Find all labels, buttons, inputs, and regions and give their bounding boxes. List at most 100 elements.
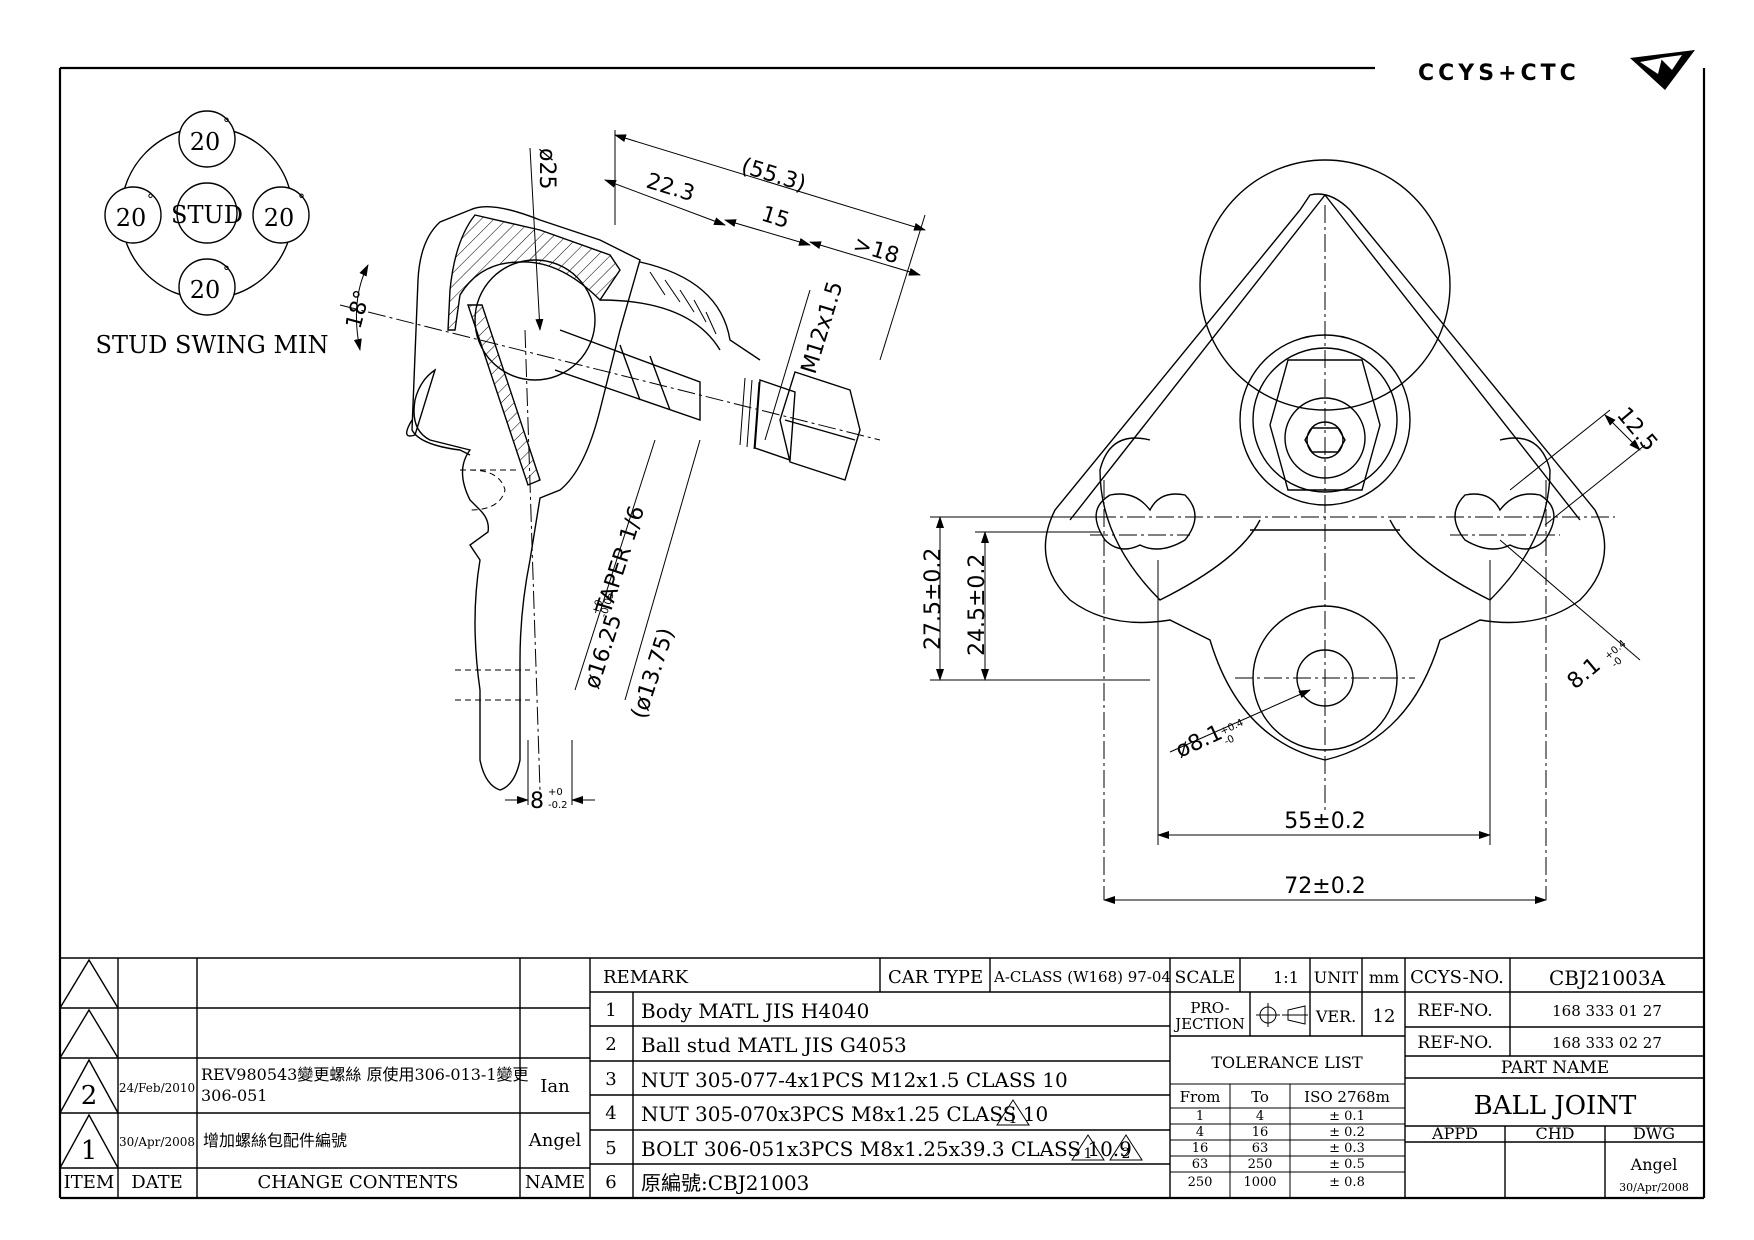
- svg-text:REV980543變更螺絲 原使用306-013-1變更: REV980543變更螺絲 原使用306-013-1變更: [201, 1065, 529, 1084]
- svg-text:250: 250: [1188, 1175, 1213, 1190]
- svg-text:1: 1: [1009, 1111, 1018, 1127]
- svg-text:5: 5: [605, 1138, 616, 1159]
- sheet-border: [58, 66, 1706, 1200]
- svg-text:VER.: VER.: [1315, 1007, 1356, 1026]
- swing-caption: STUD SWING MIN: [96, 331, 329, 359]
- svg-text:CHANGE CONTENTS: CHANGE CONTENTS: [258, 1172, 459, 1193]
- rev-mark-1-icon: 1: [1071, 1134, 1105, 1162]
- company-logo: CCYS+CTC: [1418, 50, 1695, 90]
- svg-text:250: 250: [1248, 1157, 1273, 1172]
- dim-hole-l: ø8.1: [1172, 720, 1226, 763]
- svg-text:168 333 01 27: 168 333 01 27: [1552, 1002, 1662, 1020]
- dim-b: 15: [758, 202, 792, 234]
- svg-text:NUT 305-070x3PCS M8x1.25 CLASS: NUT 305-070x3PCS M8x1.25 CLASS 10: [641, 1102, 1048, 1126]
- svg-text:Ball stud MATL JIS G4053: Ball stud MATL JIS G4053: [641, 1033, 907, 1057]
- svg-text:Ian: Ian: [540, 1076, 570, 1097]
- svg-text:增加螺絲包配件編號: 增加螺絲包配件編號: [203, 1131, 347, 1150]
- svg-text:3: 3: [605, 1069, 616, 1090]
- ccys-number: CBJ21003A: [1549, 966, 1666, 990]
- svg-text:DWG: DWG: [1633, 1124, 1675, 1143]
- svg-text:6: 6: [605, 1172, 616, 1193]
- svg-text:+0: +0: [548, 787, 563, 798]
- wings-logo-icon: [1630, 50, 1695, 90]
- info-block: SCALE 1:1 UNIT mm PRO- JECTION VER. 12 T…: [1173, 968, 1399, 1190]
- svg-text:± 0.1: ± 0.1: [1329, 1109, 1365, 1124]
- title-block-grid: [59, 957, 1704, 1198]
- dim-dia-top: ø25: [534, 148, 559, 189]
- svg-text:PART NAME: PART NAME: [1501, 1058, 1609, 1078]
- svg-text:Body MATL JIS H4040: Body MATL JIS H4040: [641, 999, 869, 1023]
- remark-table: REMARK CAR TYPE A-CLASS (W168) 97-04 1 B…: [603, 967, 1171, 1195]
- svg-text:JECTION: JECTION: [1173, 1015, 1245, 1033]
- svg-text:± 0.3: ± 0.3: [1329, 1141, 1365, 1156]
- svg-text:DATE: DATE: [131, 1172, 183, 1193]
- revision-table: ITEM DATE CHANGE CONTENTS NAME 2 24/Feb/…: [64, 1065, 586, 1193]
- svg-text:1: 1: [1196, 1109, 1204, 1124]
- side-view: (55.3) 22.3 15 >18 ø25 M12x1.5 18° TAPER…: [339, 130, 926, 814]
- svg-text:From: From: [1180, 1088, 1221, 1106]
- svg-text:30/Apr/2008: 30/Apr/2008: [119, 1135, 195, 1149]
- svg-text:REMARK: REMARK: [603, 967, 689, 988]
- svg-text:± 0.2: ± 0.2: [1329, 1125, 1365, 1140]
- svg-text:APPD: APPD: [1431, 1124, 1478, 1143]
- svg-text:NAME: NAME: [525, 1172, 585, 1193]
- projection-symbol-icon: [1256, 1003, 1308, 1027]
- svg-text:20: 20: [190, 276, 221, 304]
- svg-text:16: 16: [1192, 1141, 1209, 1156]
- svg-text:63: 63: [1252, 1141, 1269, 1156]
- stud-swing-diagram: STUD 20 20 20 20 ° ° ° ° STUD SWING MIN: [96, 110, 329, 359]
- svg-text:20: 20: [264, 204, 295, 232]
- dim-hole-r: 8.1: [1563, 653, 1606, 695]
- dim-c: >18: [850, 232, 902, 269]
- svg-text:4: 4: [1256, 1109, 1264, 1124]
- svg-text:mm: mm: [1369, 968, 1399, 987]
- svg-text:REF-NO.: REF-NO.: [1417, 1033, 1492, 1053]
- svg-text:UNIT: UNIT: [1314, 968, 1359, 987]
- svg-text:± 0.5: ± 0.5: [1329, 1157, 1365, 1172]
- svg-text:12: 12: [1373, 1006, 1396, 1027]
- dim-h2: 24.5±0.2: [965, 554, 990, 656]
- svg-text:63: 63: [1192, 1157, 1209, 1172]
- svg-text:°: °: [147, 192, 154, 208]
- svg-text:CHD: CHD: [1535, 1124, 1574, 1143]
- svg-text:BOLT 306-051x3PCS M8x1.25x39.3: BOLT 306-051x3PCS M8x1.25x39.3 CLASS 10.…: [641, 1137, 1132, 1161]
- svg-text:1000: 1000: [1243, 1175, 1276, 1190]
- dim-overall: (55.3): [738, 154, 809, 197]
- dim-w2: 72±0.2: [1284, 874, 1365, 899]
- svg-text:PRO-: PRO-: [1190, 999, 1229, 1017]
- svg-text:A-CLASS (W168) 97-04: A-CLASS (W168) 97-04: [993, 968, 1171, 986]
- svg-text:168 333 02 27: 168 333 02 27: [1552, 1034, 1662, 1052]
- svg-text:ITEM: ITEM: [64, 1172, 115, 1193]
- logo-text: CCYS+CTC: [1418, 61, 1580, 86]
- rev-mark-2-icon: 2: [1109, 1134, 1143, 1162]
- title-block: CCYS-NO. CBJ21003A REF-NO. 168 333 01 27…: [1410, 966, 1689, 1194]
- svg-text:1:1: 1:1: [1273, 968, 1299, 987]
- svg-text:+0: +0: [590, 598, 605, 615]
- svg-text:CAR TYPE: CAR TYPE: [888, 967, 983, 988]
- dim-a: 22.3: [643, 169, 697, 207]
- rev-mark-1-icon: 1: [996, 1099, 1030, 1127]
- svg-text:16: 16: [1252, 1125, 1269, 1140]
- svg-text:°: °: [298, 192, 305, 208]
- svg-text:NUT 305-077-4x1PCS M12x1.5 CLA: NUT 305-077-4x1PCS M12x1.5 CLASS 10: [641, 1068, 1068, 1092]
- dim-thread: M12x1.5: [797, 279, 849, 377]
- rev-item-1: 1: [81, 1136, 98, 1166]
- svg-text:4: 4: [1196, 1125, 1204, 1140]
- svg-text:1: 1: [1084, 1146, 1093, 1162]
- svg-text:4: 4: [605, 1103, 616, 1124]
- svg-text:306-051: 306-051: [201, 1086, 267, 1105]
- svg-text:20: 20: [190, 128, 221, 156]
- svg-text:2: 2: [1122, 1146, 1131, 1162]
- dim-arm-w: 8: [530, 789, 544, 814]
- svg-text:2: 2: [605, 1034, 616, 1055]
- rev-item-2: 2: [81, 1081, 98, 1111]
- dim-dia-ref: (ø13.75): [627, 625, 680, 722]
- svg-text:-0.2: -0.2: [548, 800, 568, 811]
- dim-w1: 55±0.2: [1284, 809, 1365, 834]
- svg-text:± 0.8: ± 0.8: [1329, 1175, 1365, 1190]
- svg-text:原編號:CBJ21003: 原編號:CBJ21003: [641, 1171, 809, 1195]
- svg-text:-0: -0: [1223, 734, 1237, 748]
- svg-text:°: °: [223, 264, 230, 280]
- swing-center-label: STUD: [171, 201, 243, 229]
